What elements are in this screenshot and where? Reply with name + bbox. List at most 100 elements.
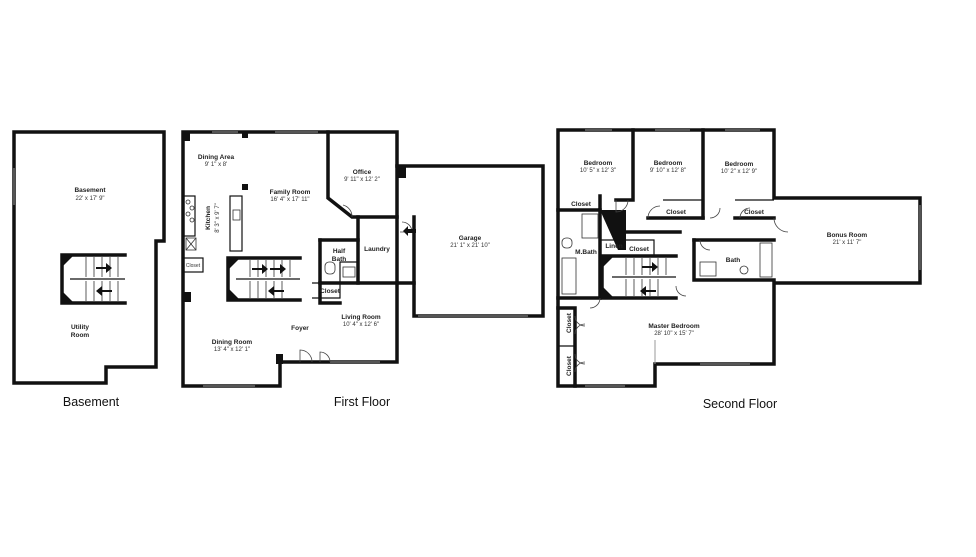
room-name-family-room: Family Room — [270, 189, 311, 196]
door-4 — [615, 199, 629, 213]
arrow-right-icon-3 — [270, 264, 286, 274]
room-name-closet-2: Closet — [666, 209, 687, 216]
bath-walls — [692, 238, 776, 282]
door-8 — [773, 217, 789, 233]
sink-icon — [342, 266, 356, 278]
door — [319, 351, 331, 363]
column-5 — [397, 166, 406, 178]
column-4 — [183, 292, 191, 302]
room-name-dining-area: Dining Area — [198, 154, 235, 161]
basement-plan: Basement 22' x 17' 9" Utility Room Basem… — [12, 130, 166, 409]
room-name-bath: Bath — [726, 257, 740, 264]
arrow-right-icon-4 — [642, 262, 658, 272]
front-door — [299, 349, 313, 363]
first-closet-walls — [312, 282, 341, 299]
room-name-bedroom-3: Bedroom — [725, 161, 754, 168]
floor-label-second-floor: Second Floor — [703, 397, 777, 411]
door-10 — [675, 285, 687, 297]
room-name-dining-room: Dining Room — [212, 339, 253, 346]
room-name-closet-6: Closet — [566, 355, 573, 376]
room-size-office: 9' 11" x 12' 2" — [344, 177, 380, 183]
second-stair-corner — [602, 256, 614, 268]
room-name-bedroom-1: Bedroom — [584, 160, 613, 167]
column — [183, 132, 190, 141]
sink-icon-2 — [699, 261, 717, 277]
room-name-office: Office — [353, 169, 372, 176]
stove-burner-icon-4 — [189, 217, 195, 223]
room-name-closet-4: Closet — [629, 246, 650, 253]
garage-walls — [395, 164, 545, 318]
second-stair-corner-2 — [602, 286, 614, 298]
bedroom-walls — [614, 128, 635, 202]
arrow-left-icon-2 — [268, 286, 284, 296]
room-size-kitchen: 8' 3" x 9' 7" — [215, 203, 221, 233]
door-15 — [589, 297, 601, 309]
room-name-utility: Utility — [71, 324, 89, 331]
basement-walls — [12, 130, 166, 385]
room-name-half-bath: Half — [333, 248, 346, 255]
column-2 — [242, 132, 248, 138]
room-size-living-room: 10' 4" x 12' 6" — [343, 322, 379, 328]
room-name-closet-5: Closet — [566, 312, 573, 333]
door-2 — [342, 204, 353, 218]
room-name-closet-3: Closet — [744, 209, 765, 216]
floor-label-first-floor: First Floor — [334, 395, 390, 409]
room-size-master-bedroom: 28' 10" x 15' 7" — [654, 331, 694, 337]
room-name-master-bath: M.Bath — [575, 249, 597, 256]
pantry-closet — [182, 257, 204, 273]
room-name-garage: Garage — [459, 235, 482, 242]
column-3 — [242, 184, 248, 190]
first-floor-plan: Dining Area 9' 1" x 8' Family Room 16' 4… — [181, 130, 545, 409]
room-size-bonus-room: 21' x 11' 7" — [833, 240, 862, 246]
door-12 — [574, 323, 586, 335]
door-9 — [699, 239, 711, 251]
office-walls — [326, 130, 399, 219]
vanity-icon — [561, 257, 577, 295]
master-closet-walls — [556, 306, 577, 388]
fridge-icon — [185, 237, 197, 251]
toilet-icon-3 — [739, 265, 749, 275]
room-name-laundry: Laundry — [364, 246, 390, 253]
arrow-right-icon — [96, 263, 112, 273]
door-11 — [574, 315, 586, 327]
stove-burner-icon-3 — [185, 211, 191, 217]
door-7 — [739, 207, 751, 219]
arrow-left-icon — [96, 286, 112, 296]
room-size-family-room: 16' 4" x 17' 11" — [270, 197, 309, 203]
first-stair-walls — [226, 256, 302, 302]
room-size-dining-room: 13' 4" x 12' 1" — [214, 347, 250, 353]
room-name-living-room: Living Room — [341, 314, 381, 321]
room-name-bedroom-2: Bedroom — [654, 160, 683, 167]
arrow-left-icon-3 — [403, 226, 416, 236]
toilet-icon-2 — [561, 237, 573, 249]
basement-stair-corner — [62, 255, 74, 267]
room-size-dining-area: 9' 1" x 8' — [205, 162, 227, 168]
room-name-utility-2: Room — [71, 332, 90, 339]
column-6 — [276, 354, 283, 364]
kitchen-sink-icon — [232, 209, 241, 221]
stove-burner-icon — [185, 199, 191, 205]
second-stair-walls — [600, 254, 678, 300]
second-stair-treads — [625, 258, 667, 296]
bathtub-icon-2 — [759, 242, 773, 278]
room-size-bedroom-3: 10' 2" x 12' 9" — [721, 169, 757, 175]
room-name-first-closet: Closet — [320, 288, 341, 295]
first-stair-corner-2 — [228, 288, 240, 300]
room-name-kitchen: Kitchen — [205, 206, 212, 230]
door-5 — [647, 205, 661, 219]
arrow-right-icon-2 — [252, 264, 268, 274]
second-floor-plan: Bedroom 10' 5" x 12' 3" Bedroom 9' 10" x… — [556, 128, 922, 411]
toilet-icon — [324, 261, 336, 275]
half-bath-inner — [339, 261, 358, 283]
floor-label-basement: Basement — [63, 395, 120, 409]
door-6 — [709, 207, 721, 219]
room-name-linen: Linen — [605, 243, 622, 250]
living-room-walls — [318, 281, 342, 305]
room-size-garage: 21' 1" x 21' 10" — [450, 243, 490, 249]
stove-burner-icon-2 — [189, 205, 195, 211]
room-name-half-bath-2: Bath — [332, 256, 346, 263]
laundry-walls — [356, 215, 416, 285]
kitchen-counter — [182, 195, 196, 237]
arrow-left-icon-4 — [640, 286, 656, 296]
